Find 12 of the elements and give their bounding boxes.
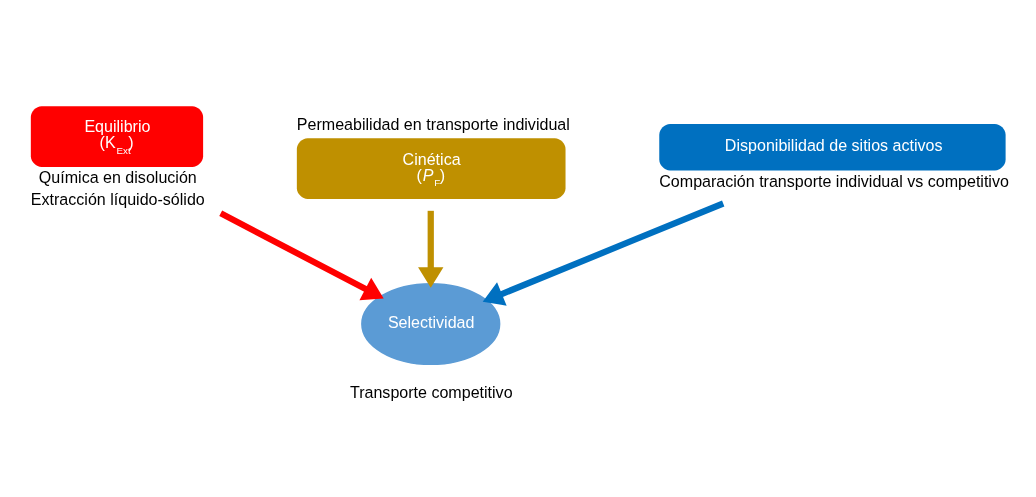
node-label: Química en disolución: [38, 167, 197, 186]
arrow: [219, 210, 384, 300]
node-box: Equilibrio (K$_{Ext}$): [30, 105, 204, 167]
node-label: Extracción líquido-sólido: [30, 189, 205, 208]
node-box: Disponibilidad de sitios activos: [659, 123, 1006, 170]
node-ellipse: Selectividad: [359, 280, 503, 367]
node-box: Cinética (P$_{F}$): [296, 137, 566, 199]
arrow: [418, 210, 444, 288]
arrow: [482, 200, 725, 306]
node-label: Transporte competitivo: [349, 382, 513, 401]
node-label: Permeabilidad en transporte individual: [296, 114, 570, 133]
node-label: Comparación transporte individual vs competitivo: [659, 171, 1009, 190]
